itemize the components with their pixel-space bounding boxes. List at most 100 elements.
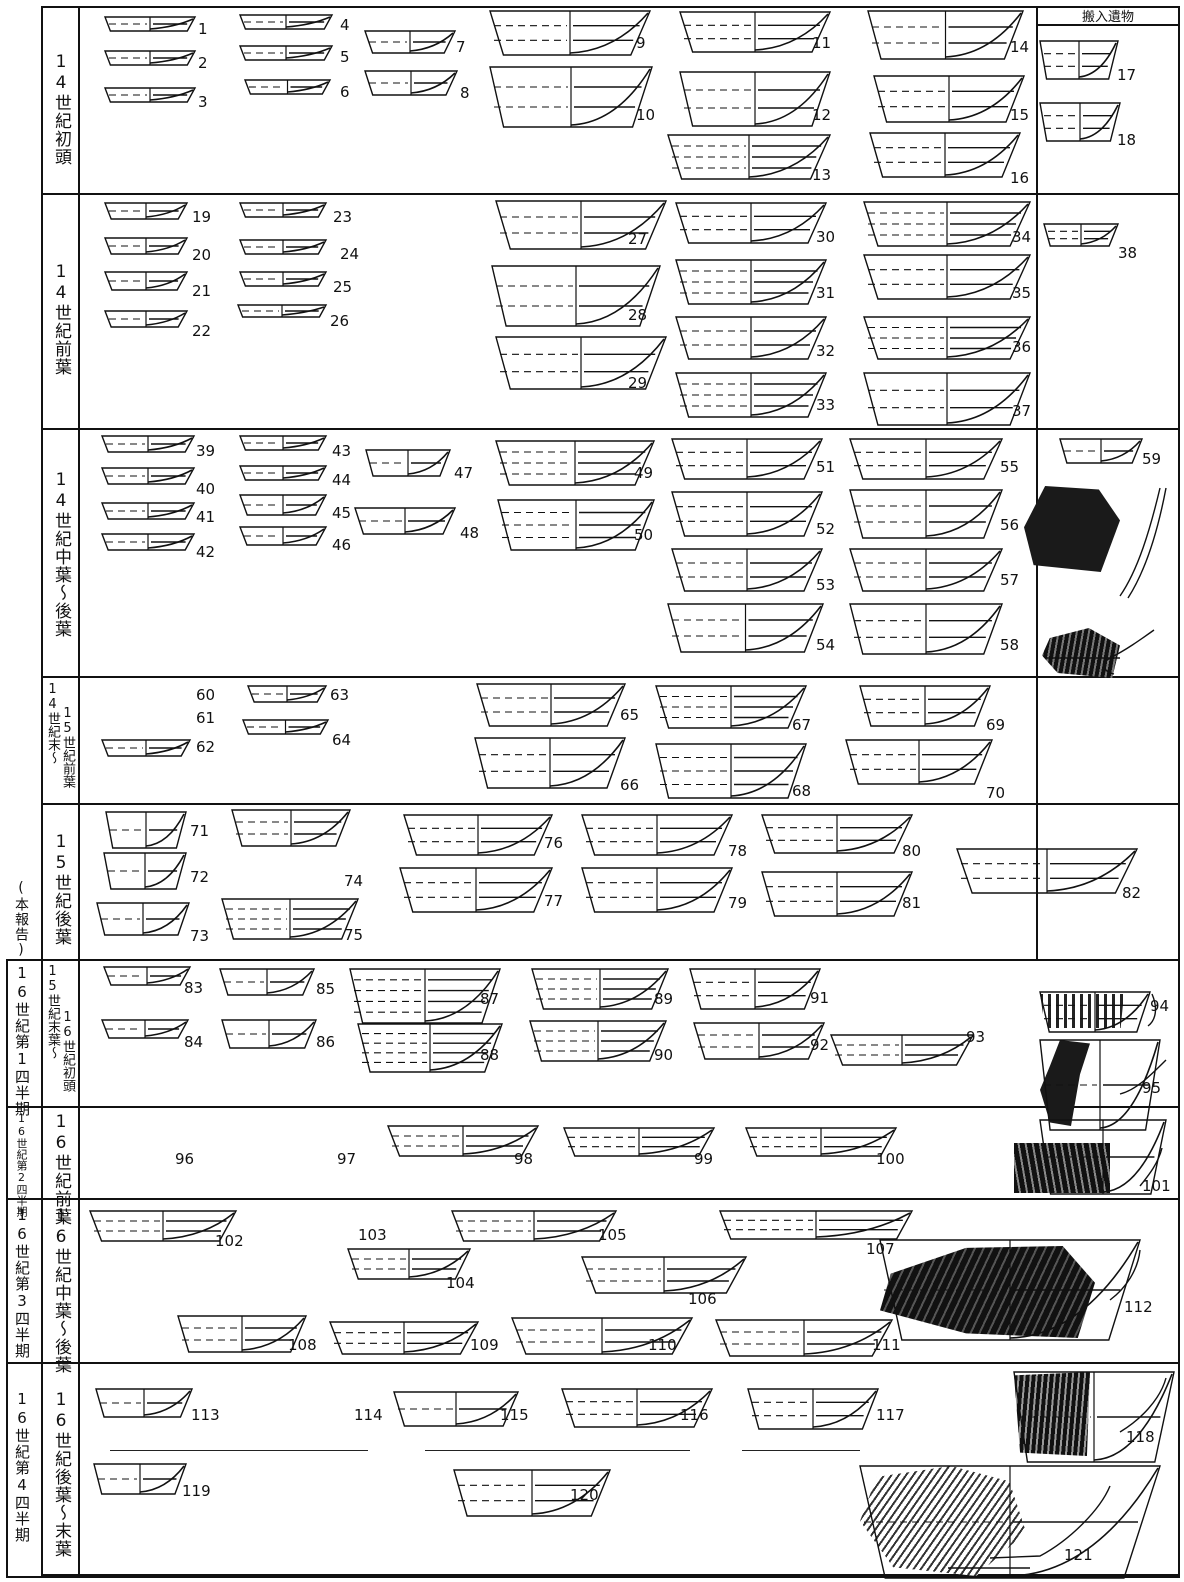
vessel-number-37: 37 [1012,402,1032,420]
vessel-outline-59 [1059,438,1144,464]
vessel-outline-6 [243,79,332,95]
vessel-number-33: 33 [816,396,836,414]
vessel-number-112: 112 [1124,1298,1153,1316]
vessel-profile-100 [820,1129,895,1155]
vessel-profile-5 [285,47,331,59]
vessel-number-105: 105 [598,1226,627,1244]
vessel-outline-33 [675,372,828,418]
vessel-profile-79 [656,869,731,911]
vessel-outline-84 [100,1019,190,1039]
vessel-number-12: 12 [812,106,832,124]
vessel-number-90: 90 [654,1046,674,1064]
vessel-outline-40 [100,467,196,485]
vessel-number-15: 15 [1010,106,1030,124]
vessel-outline-67 [655,685,808,729]
vessel-profile-23 [282,204,325,216]
vessel-number-17: 17 [1117,66,1137,84]
vessel-outline-113 [95,1388,194,1418]
vessel-number-73: 73 [190,927,210,945]
vessel-outline-73 [96,902,190,936]
header-underline [1036,24,1180,26]
vessel-profile-68 [730,745,805,797]
vessel-number-18: 18 [1117,131,1137,149]
vessel-profile-48 [404,509,454,533]
quarter-label-1: 16世紀第1四半期 [13,964,31,1117]
chart-frame [41,6,1180,1576]
vessel-profile-19 [145,204,186,218]
vessel-number-98: 98 [514,1150,534,1168]
vessel-profile-111 [803,1321,891,1355]
vessel-number-26: 26 [330,312,350,330]
vessel-profile-71 [145,813,185,847]
vessel-number-91: 91 [810,989,830,1007]
row-divider [41,803,1180,805]
vessel-outline-63 [246,685,328,703]
vessel-profile-119 [139,1465,185,1493]
vessel-number-115: 115 [500,1406,529,1424]
vessel-profile-59 [1100,440,1141,462]
vessel-profile-120 [531,1471,609,1515]
vessel-profile-94 [1094,993,1149,1031]
report-label: (本報告) [13,880,29,959]
section-line [425,1450,690,1451]
vessel-number-35: 35 [1012,284,1032,302]
vessel-number-51: 51 [816,458,836,476]
vessel-number-9: 9 [636,34,646,52]
vessel-outline-7 [364,30,457,54]
vessel-profile-95 [1099,1041,1159,1129]
vessel-number-74: 74 [344,872,364,890]
vessel-outline-20 [103,237,189,255]
vessel-profile-12 [754,73,829,125]
vessel-outline-87 [349,968,501,1024]
vessel-number-62: 62 [196,738,216,756]
vessel-number-65: 65 [620,706,640,724]
vessel-outline-39 [100,435,196,453]
vessel-profile-58 [925,605,1001,653]
vessel-outline-8 [364,70,459,96]
vessel-outline-90 [529,1020,668,1062]
vessel-number-32: 32 [816,342,836,360]
vessel-profile-102 [162,1212,235,1240]
vessel-profile-121 [1009,1467,1159,1577]
vessel-number-8: 8 [460,84,470,102]
vessel-profile-106 [663,1258,745,1292]
vessel-number-72: 72 [190,868,210,886]
vessel-number-79: 79 [728,894,748,912]
vessel-outline-44 [238,465,328,481]
vessel-number-21: 21 [192,282,212,300]
vessel-number-85: 85 [316,980,336,998]
vessel-profile-57 [925,550,1001,590]
vessel-number-49: 49 [634,464,654,482]
vessel-number-41: 41 [196,508,216,526]
row-divider [6,1576,1180,1578]
vessel-profile-52 [746,493,821,535]
vessel-number-100: 100 [876,1150,905,1168]
sub-period-divider-2 [78,959,80,1576]
vessel-profile-82 [1046,850,1136,892]
vessel-number-66: 66 [620,776,640,794]
vessel-outline-46 [238,526,328,546]
vessel-profile-84 [144,1021,187,1037]
vessel-outline-21 [103,271,189,291]
vessel-profile-11 [754,13,829,51]
vessel-number-120: 120 [570,1486,599,1504]
vessel-outline-42 [100,533,196,551]
vessel-profile-74 [290,811,349,845]
period-label: 14世紀前葉 [51,262,71,376]
vessel-profile-69 [924,687,989,725]
vessel-profile-89 [599,970,667,1008]
vessel-outline-1 [103,16,197,32]
vessel-outline-68 [655,743,807,799]
vessel-profile-92 [758,1024,823,1058]
vessel-outline-23 [238,202,328,218]
vessel-number-70: 70 [986,784,1006,802]
vessel-number-113: 113 [191,1406,220,1424]
vessel-number-29: 29 [628,374,648,392]
vessel-number-108: 108 [288,1336,317,1354]
vessel-outline-88 [357,1023,503,1073]
vessel-outline-45 [239,494,328,516]
vessel-profile-78 [656,816,731,854]
vessel-profile-56 [925,491,1001,537]
